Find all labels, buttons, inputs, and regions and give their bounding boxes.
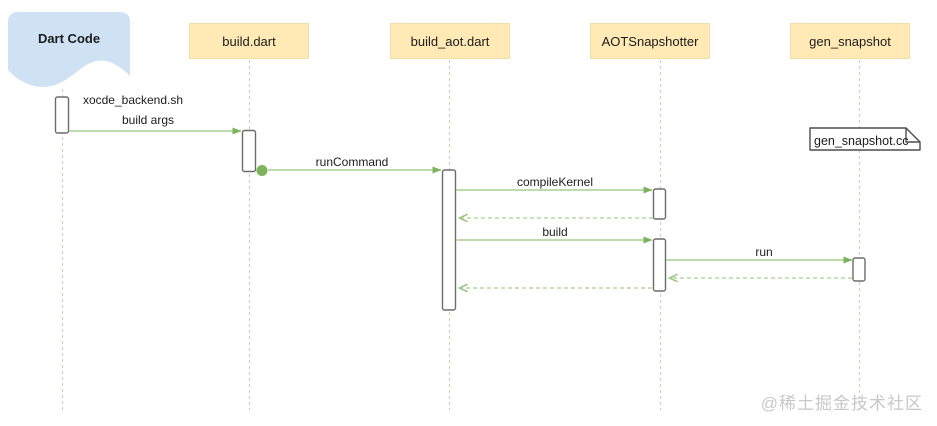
message-label-build-args: build args bbox=[121, 113, 175, 127]
participant-gen-snapshot: gen_snapshot bbox=[790, 23, 910, 59]
activation-build-aot-dart bbox=[441, 169, 457, 311]
message-label-run: run bbox=[755, 245, 773, 259]
activation-aot-snapshotter-1 bbox=[652, 188, 667, 220]
participant-label: build_aot.dart bbox=[410, 33, 490, 49]
message-label-run-command: runCommand bbox=[315, 155, 389, 169]
note-fold-icon bbox=[905, 128, 920, 143]
note-label: gen_snapshot.cc bbox=[814, 134, 909, 148]
participant-shape-dart-code bbox=[8, 12, 130, 87]
message-start-dot-icon bbox=[256, 165, 268, 176]
activation-aot-snapshotter-2 bbox=[652, 238, 667, 292]
message-label-xocde-backend: xocde_backend.sh bbox=[82, 93, 184, 107]
activation-build-dart bbox=[241, 129, 257, 173]
activation-dart-code bbox=[54, 96, 70, 134]
message-label-build: build bbox=[542, 225, 568, 239]
message-label-compile-kernel: compileKernel bbox=[516, 175, 594, 189]
participant-build-aot-dart: build_aot.dart bbox=[390, 23, 510, 59]
participant-aot-snapshotter: AOTSnapshotter bbox=[590, 23, 710, 59]
activation-gen-snapshot bbox=[852, 257, 866, 282]
participant-dart-code: Dart Code bbox=[37, 31, 101, 46]
note-shape bbox=[809, 127, 921, 151]
participant-label: gen_snapshot bbox=[809, 33, 891, 49]
participant-label: build.dart bbox=[222, 33, 276, 49]
watermark: @稀土掘金技术社区 bbox=[760, 394, 923, 413]
participant-label: AOTSnapshotter bbox=[601, 33, 699, 49]
participant-build-dart: build.dart bbox=[189, 23, 309, 59]
